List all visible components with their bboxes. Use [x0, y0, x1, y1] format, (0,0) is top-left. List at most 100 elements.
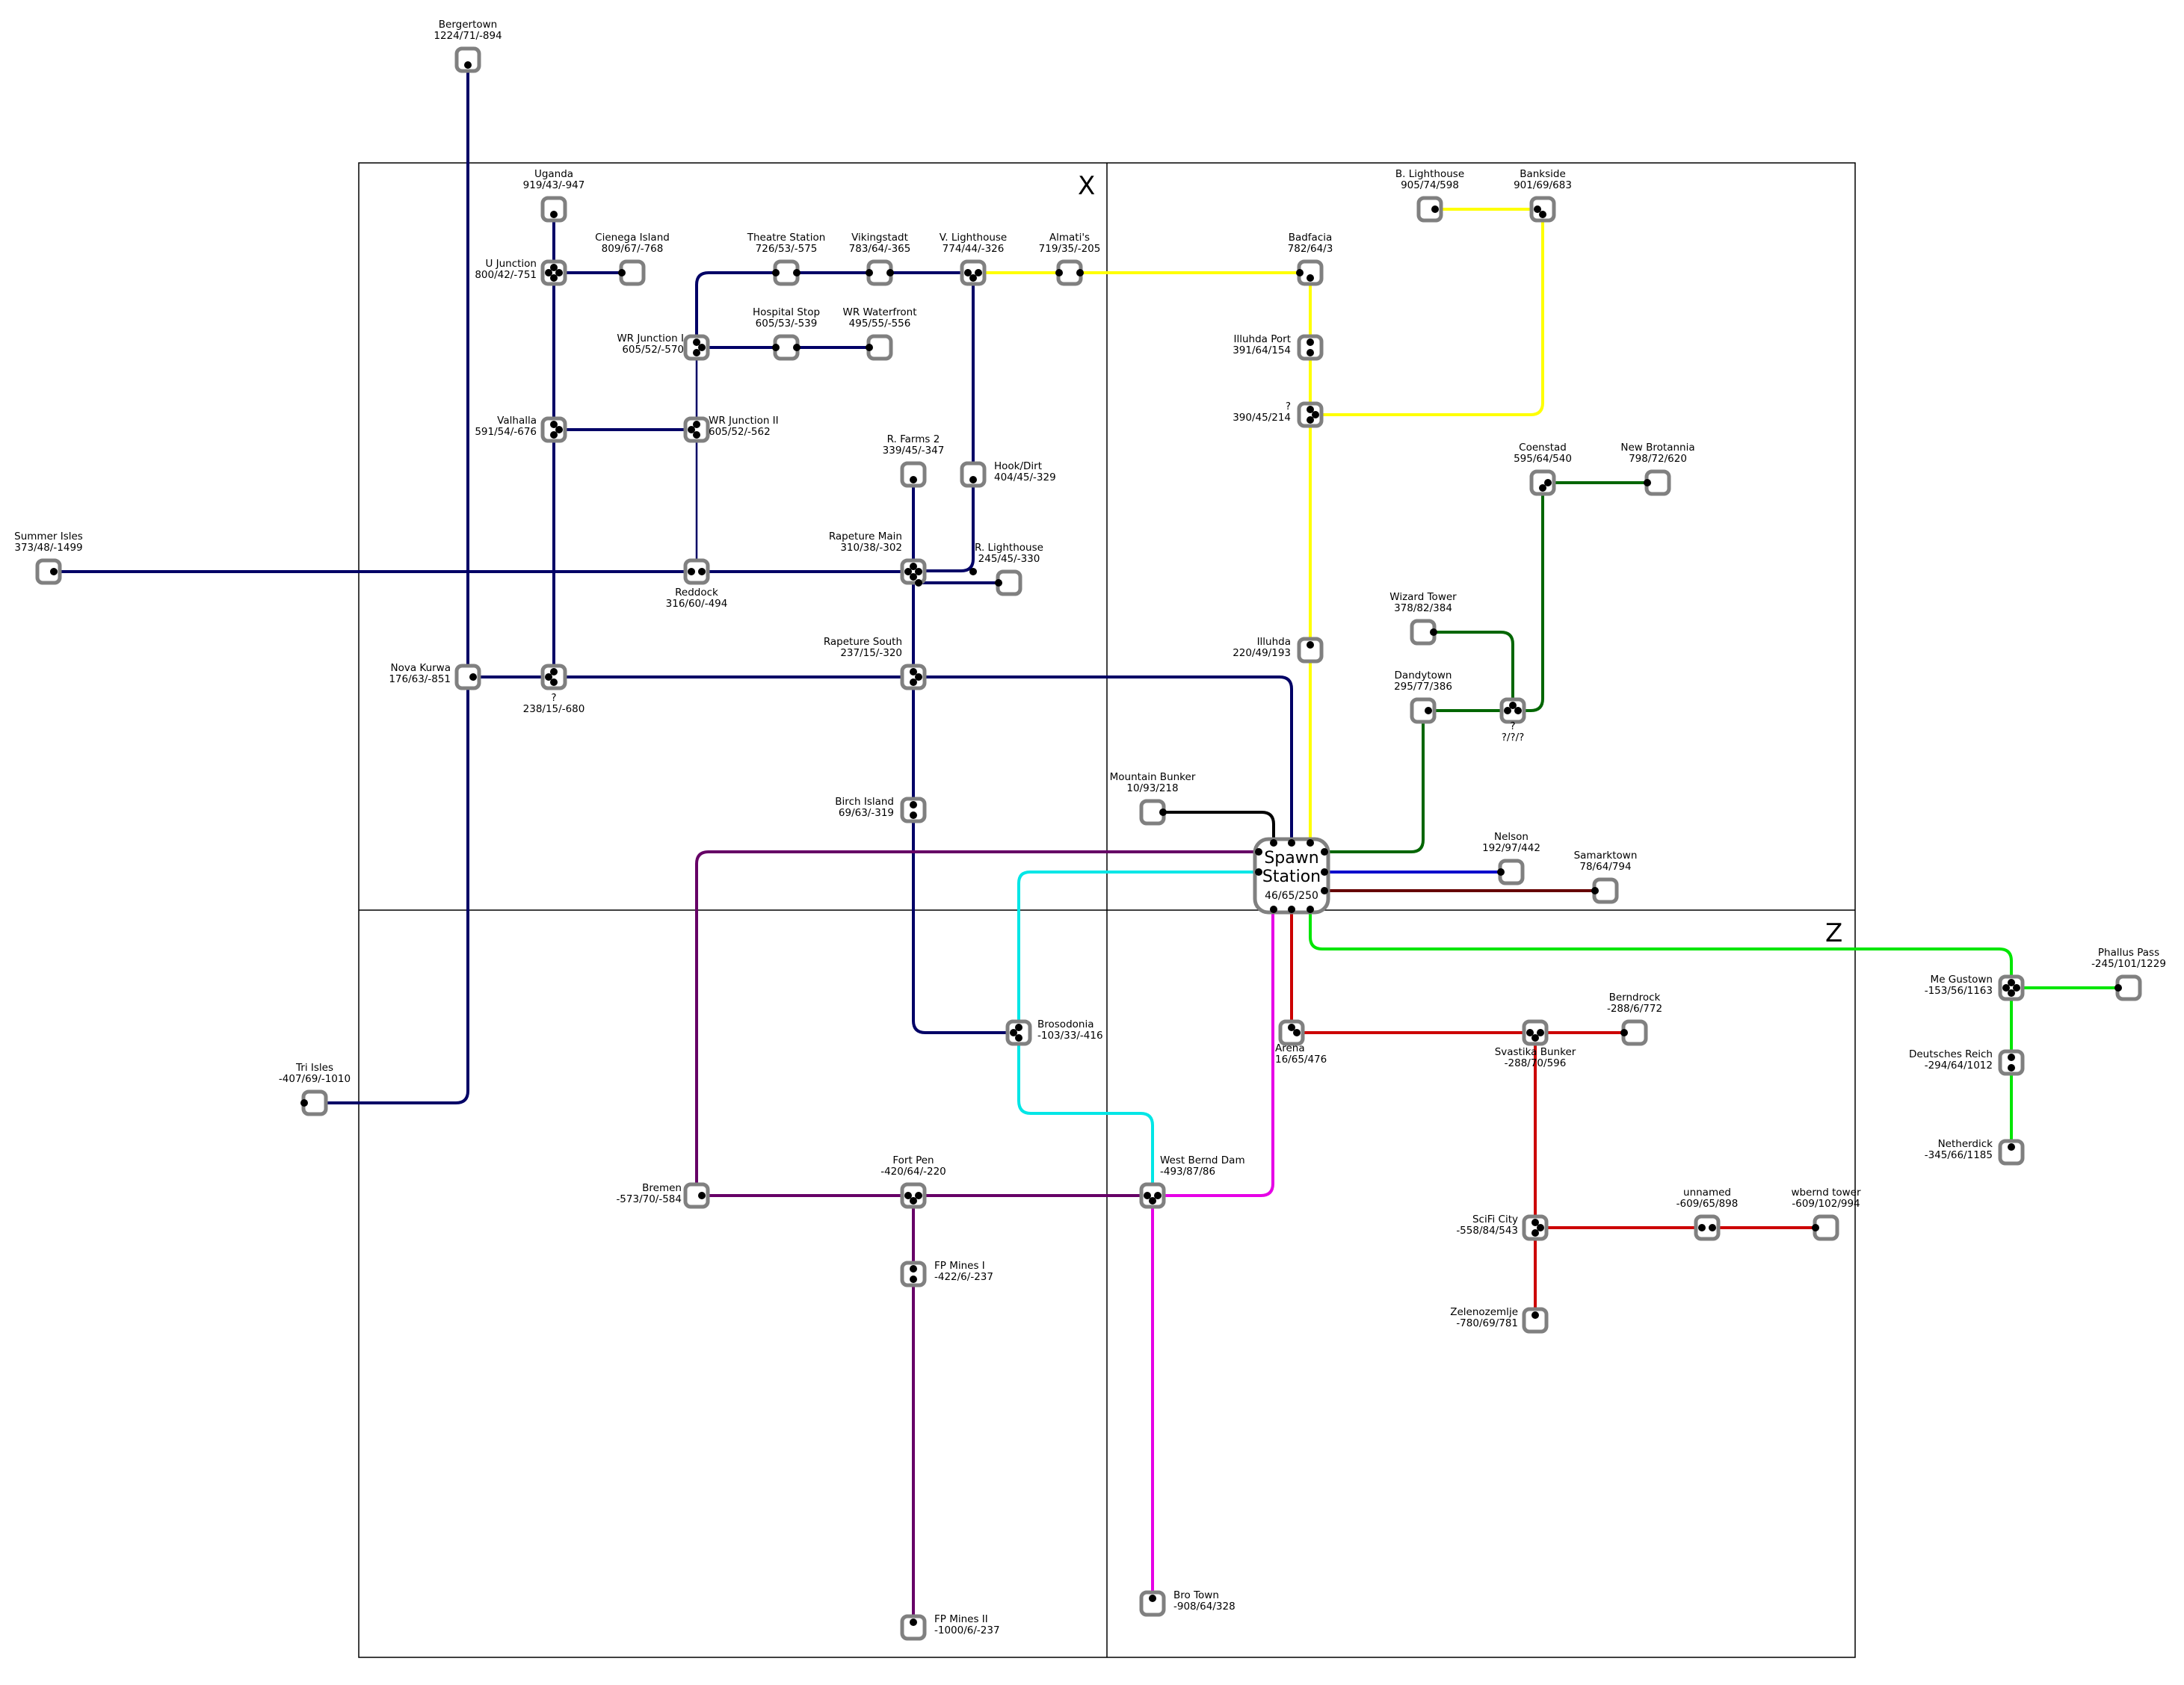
station-marker[interactable] [960, 259, 987, 286]
station-marker[interactable] [900, 1182, 927, 1209]
line-birch-brosodonia[interactable] [912, 809, 1020, 1034]
station-marker[interactable] [1410, 697, 1437, 724]
station-brosodonia[interactable]: Brosodonia-103/33/-416 [1005, 1018, 1103, 1046]
station-marker[interactable] [540, 416, 567, 443]
station-marker[interactable] [454, 664, 481, 690]
station-netherdick[interactable]: Netherdick-345/66/1185 [1925, 1138, 2025, 1166]
line-bergertown-trisles[interactable] [313, 58, 469, 1104]
station-marker[interactable] [900, 1614, 927, 1641]
station-marker[interactable] [1522, 1214, 1549, 1241]
station-triisles[interactable]: Tri Isles-407/69/-1010 [279, 1062, 351, 1116]
station-megustown[interactable]: Me Gustown-153/56/1163 [1925, 974, 2025, 1001]
line-spawn-dandytown[interactable] [1315, 709, 1425, 853]
station-marker[interactable] [1529, 196, 1556, 223]
station-bremen[interactable]: Bremen-573/70/-584 [616, 1182, 710, 1209]
station-marker[interactable] [1694, 1214, 1721, 1241]
station-fortpen[interactable]: Fort Pen-420/64/-220 [880, 1154, 946, 1209]
line-vlighthouse-rmain[interactable] [912, 271, 975, 572]
station-q390[interactable]: ?390/45/214 [1233, 401, 1324, 428]
line-qqq-coenstad[interactable] [1511, 481, 1544, 712]
station-marker[interactable] [1278, 1019, 1305, 1046]
station-marker[interactable] [1499, 697, 1526, 724]
line-spawn-bremen[interactable] [695, 850, 1269, 1197]
station-wbernd[interactable]: wbernd tower-609/102/994 [1791, 1187, 1861, 1241]
line-q390-bankside[interactable] [1309, 208, 1544, 416]
line-mountain-spawn[interactable] [1151, 811, 1275, 844]
station-marker[interactable] [1297, 334, 1324, 361]
station-phallus[interactable]: Phallus Pass-245/101/1229 [2091, 947, 2166, 1001]
station-svastika[interactable]: Svastika Bunker-288/70/596 [1495, 1019, 1576, 1069]
station-marker[interactable] [1139, 1182, 1166, 1209]
station-qqq[interactable]: ??/?/? [1499, 697, 1526, 743]
station-fpmines2[interactable]: FP Mines II-1000/6/-237 [900, 1613, 1000, 1641]
station-marker[interactable] [683, 558, 710, 585]
station-unnamed[interactable]: unnamed-609/65/898 [1676, 1187, 1739, 1241]
station-berndrock[interactable]: Berndrock-288/6/772 [1607, 992, 1662, 1046]
station-deutsches[interactable]: Deutsches Reich-294/64/1012 [1909, 1048, 2025, 1076]
station-marker[interactable] [1529, 469, 1556, 496]
station-fpmines1[interactable]: FP Mines I-422/6/-237 [900, 1260, 993, 1287]
station-brotown[interactable]: Bro Town-908/64/328 [1139, 1589, 1236, 1617]
station-zelenozemlje[interactable]: Zelenozemlje-780/69/781 [1450, 1306, 1549, 1334]
station-marker[interactable] [35, 558, 62, 585]
station-marker[interactable] [1998, 1139, 2025, 1166]
station-westbernd[interactable]: West Bernd Dam-493/87/86 [1139, 1154, 1245, 1209]
station-marker[interactable] [1297, 401, 1324, 428]
station-marker[interactable] [1139, 1590, 1166, 1617]
line-wrj1-vlighthouse[interactable] [695, 271, 975, 347]
station-marker[interactable] [960, 461, 987, 488]
line-spawn-westbernd-magenta[interactable] [1151, 912, 1274, 1197]
station-marker[interactable] [540, 259, 567, 286]
station-marker[interactable] [683, 416, 710, 443]
line-rsouth-spawn[interactable] [466, 675, 1293, 844]
station-marker[interactable] [454, 46, 481, 73]
station-marker[interactable] [900, 558, 927, 585]
station-marker[interactable] [1297, 637, 1324, 664]
station-q238[interactable]: ?238/15/-680 [523, 664, 585, 715]
hub-spawn-station[interactable]: Spawn Station 46/65/250 [1253, 837, 1330, 915]
station-marker[interactable] [900, 797, 927, 823]
station-marker[interactable] [900, 664, 927, 690]
station-marker[interactable] [1522, 1307, 1549, 1334]
station-marker[interactable] [900, 1261, 927, 1287]
station-marker[interactable] [1416, 196, 1443, 223]
station-marker[interactable] [900, 461, 927, 488]
station-marker[interactable] [683, 1182, 710, 1209]
station-marker[interactable] [1522, 1019, 1549, 1046]
station-marker[interactable] [1998, 974, 2025, 1001]
station-marker[interactable] [1005, 1019, 1032, 1046]
station-scifi[interactable]: SciFi City-558/84/543 [1456, 1213, 1549, 1241]
